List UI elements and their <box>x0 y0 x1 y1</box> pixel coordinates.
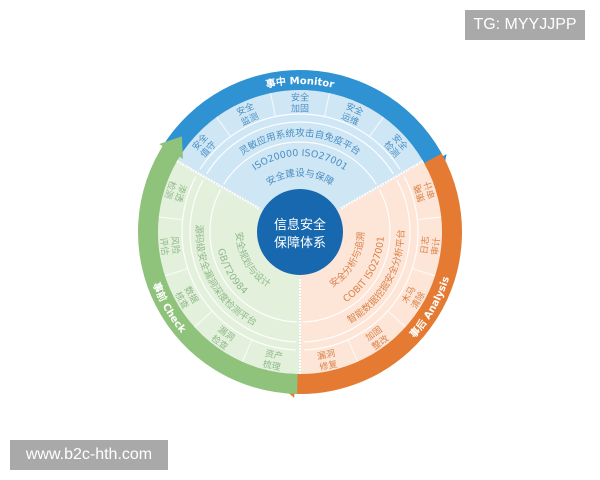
analysis-item-divider <box>412 267 436 277</box>
check-arc-divider <box>189 180 297 343</box>
check-outer-item-text: 资产 <box>264 347 284 362</box>
analysis-item-divider <box>417 216 442 221</box>
dividers-layer <box>158 92 442 374</box>
monitor-item-divider <box>216 116 232 137</box>
check-arc-divider <box>209 189 297 323</box>
analysis-outer-item-text: 漏洞 <box>316 347 336 362</box>
monitor-ring-label: 事中 Monitor <box>265 75 336 91</box>
sector-separator-dots <box>339 160 424 210</box>
monitor-ring-band <box>161 70 446 170</box>
check-arc-divider <box>181 176 296 351</box>
monitor-item-divider <box>324 92 331 117</box>
analysis-outer-item-text: 审计 <box>429 237 443 256</box>
check-outer-item-text: 评估 <box>157 237 171 256</box>
analysis-outer-item: 日志审计 <box>418 236 443 256</box>
sector-separator-dots <box>176 160 261 210</box>
check-item-divider <box>158 216 183 221</box>
analysis-arc-divider <box>303 189 391 323</box>
check-item-divider <box>194 310 213 328</box>
monitor-item-divider <box>368 116 384 137</box>
analysis-ring-band <box>288 153 462 394</box>
center-circle <box>257 189 343 275</box>
monitor-outer-item-text: 加固 <box>291 104 309 115</box>
monitor-arc-divider <box>206 121 394 175</box>
center-title-line1: 信息安全 <box>274 217 326 233</box>
check-ring-band <box>137 141 298 394</box>
analysis-outer-item-text: 日志 <box>418 236 432 255</box>
check-ring-arrow <box>159 136 183 159</box>
center-title-line2: 保障体系 <box>274 236 326 251</box>
monitor-outer-item-text: 安全 <box>291 92 309 104</box>
analysis-item-divider <box>387 310 406 328</box>
analysis-outer-item-text: 修复 <box>318 358 338 373</box>
watermark-site: www.b2c-hth.com <box>10 440 168 470</box>
watermark-tg: TG: MYYJJPP <box>465 10 585 40</box>
check-item-divider <box>164 267 188 277</box>
analysis-arc-divider <box>304 176 419 351</box>
check-outer-item-text: 风险 <box>168 236 182 255</box>
monitor-arc-divider <box>199 113 401 170</box>
analysis-arc-divider <box>303 180 411 343</box>
check-item-divider <box>241 339 253 362</box>
analysis-item-divider <box>347 339 359 362</box>
check-outer-item-text: 梳理 <box>262 358 282 373</box>
monitor-arc-divider <box>223 141 377 185</box>
monitor-item-divider <box>269 92 276 117</box>
